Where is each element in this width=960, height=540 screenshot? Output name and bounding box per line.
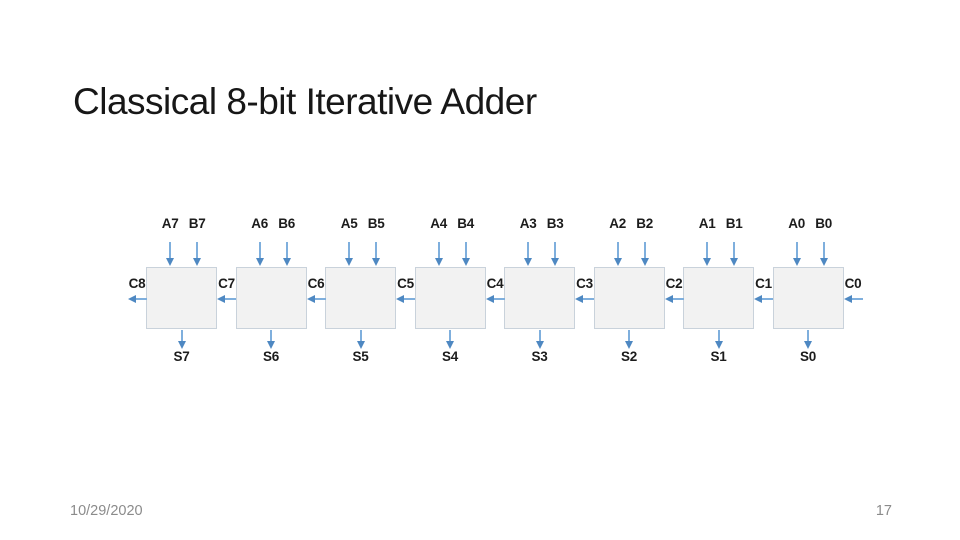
carry-group: C7 xyxy=(217,200,236,320)
full-adder-box xyxy=(325,267,396,329)
full-adder-bit-cell: A0 B0 S0 xyxy=(772,200,844,375)
sum-output-arrow-icon xyxy=(624,330,634,349)
carry-label: C1 xyxy=(755,276,772,291)
sum-output-label: S7 xyxy=(173,349,190,364)
carry-group: C0 xyxy=(843,200,863,320)
carry-group: C4 xyxy=(485,200,505,320)
input-b-arrow-icon xyxy=(819,242,829,266)
sum-output-label: S2 xyxy=(621,349,637,364)
input-b-arrow-icon xyxy=(371,242,381,266)
sum-output-label: S3 xyxy=(531,349,548,364)
full-adder-bit-cell: A7 B7 S7 xyxy=(146,200,217,375)
full-adder-box xyxy=(504,267,575,329)
input-a-label: A3 xyxy=(519,216,537,231)
carry-group: C2 xyxy=(664,200,684,320)
full-adder-box xyxy=(593,267,665,329)
full-adder-box xyxy=(683,267,754,329)
carry-arrow-icon xyxy=(754,295,773,303)
full-adder-bit-cell: A1 B1 S1 xyxy=(683,200,754,375)
full-adder-box xyxy=(235,267,307,329)
carry-label: C3 xyxy=(576,276,593,291)
sum-output-label: S1 xyxy=(710,349,727,364)
input-b-label: B4 xyxy=(457,216,474,231)
carry-label: C7 xyxy=(218,276,235,291)
full-adder-bit-cell: A4 B4 S4 xyxy=(414,200,486,375)
sum-output-arrow-icon xyxy=(356,330,366,349)
input-a-arrow-icon xyxy=(613,242,623,266)
carry-arrow-icon xyxy=(575,295,594,303)
carry-label: C2 xyxy=(665,276,683,291)
carry-arrow-icon xyxy=(664,295,684,303)
sum-output-arrow-icon xyxy=(803,330,813,349)
input-b-arrow-icon xyxy=(550,242,560,266)
input-a-label: A1 xyxy=(698,216,716,231)
full-adder-bit-cell: A5 B5 S5 xyxy=(325,200,396,375)
input-a-label: A2 xyxy=(609,216,626,231)
sum-output-label: S5 xyxy=(352,349,369,364)
input-a-arrow-icon xyxy=(434,242,444,266)
input-b-arrow-icon xyxy=(282,242,292,266)
input-a-arrow-icon xyxy=(702,242,712,266)
carry-label: C8 xyxy=(128,276,146,291)
input-b-label: B3 xyxy=(546,216,564,231)
carry-label: C4 xyxy=(486,276,504,291)
sum-output-arrow-icon xyxy=(266,330,276,349)
carry-arrow-icon xyxy=(485,295,505,303)
input-a-label: A4 xyxy=(430,216,447,231)
adder-diagram: A7 B7 S7 A6 B6 S6 A5 B5 S5 A4 B4 S4 A3 B… xyxy=(120,200,900,375)
input-a-label: A5 xyxy=(340,216,358,231)
input-b-label: B7 xyxy=(188,216,206,231)
carry-arrow-icon xyxy=(217,295,236,303)
sum-output-arrow-icon xyxy=(177,330,187,349)
input-b-arrow-icon xyxy=(640,242,650,266)
carry-arrow-icon xyxy=(843,295,863,303)
input-b-label: B2 xyxy=(636,216,653,231)
carry-group: C8 xyxy=(127,200,147,320)
sum-output-arrow-icon xyxy=(714,330,724,349)
carry-arrow-icon xyxy=(396,295,415,303)
input-b-arrow-icon xyxy=(729,242,739,266)
carry-group: C1 xyxy=(754,200,773,320)
input-a-label: A0 xyxy=(788,216,805,231)
carry-group: C6 xyxy=(306,200,326,320)
carry-group: C3 xyxy=(575,200,594,320)
footer-date: 10/29/2020 xyxy=(70,503,143,519)
carry-group: C5 xyxy=(396,200,415,320)
sum-output-label: S0 xyxy=(800,349,816,364)
input-b-label: B0 xyxy=(815,216,832,231)
slide-title: Classical 8-bit Iterative Adder xyxy=(73,80,537,122)
input-b-label: B1 xyxy=(725,216,743,231)
carry-label: C5 xyxy=(397,276,414,291)
full-adder-bit-cell: A2 B2 S2 xyxy=(593,200,665,375)
full-adder-box xyxy=(414,267,486,329)
input-b-arrow-icon xyxy=(192,242,202,266)
input-a-arrow-icon xyxy=(165,242,175,266)
input-b-label: B6 xyxy=(278,216,295,231)
input-b-label: B5 xyxy=(367,216,385,231)
full-adder-bit-cell: A3 B3 S3 xyxy=(504,200,575,375)
input-b-arrow-icon xyxy=(461,242,471,266)
carry-arrow-icon xyxy=(306,295,326,303)
sum-output-arrow-icon xyxy=(535,330,545,349)
page-number: 17 xyxy=(875,503,892,519)
carry-label: C0 xyxy=(844,276,862,291)
full-adder-box xyxy=(772,267,844,329)
sum-output-label: S4 xyxy=(442,349,458,364)
full-adder-box xyxy=(146,267,217,329)
input-a-arrow-icon xyxy=(344,242,354,266)
sum-output-label: S6 xyxy=(263,349,279,364)
input-a-arrow-icon xyxy=(255,242,265,266)
full-adder-bit-cell: A6 B6 S6 xyxy=(235,200,307,375)
input-a-arrow-icon xyxy=(792,242,802,266)
input-a-label: A7 xyxy=(161,216,179,231)
input-a-arrow-icon xyxy=(523,242,533,266)
carry-arrow-icon xyxy=(127,295,147,303)
sum-output-arrow-icon xyxy=(445,330,455,349)
input-a-label: A6 xyxy=(251,216,268,231)
carry-label: C6 xyxy=(307,276,325,291)
